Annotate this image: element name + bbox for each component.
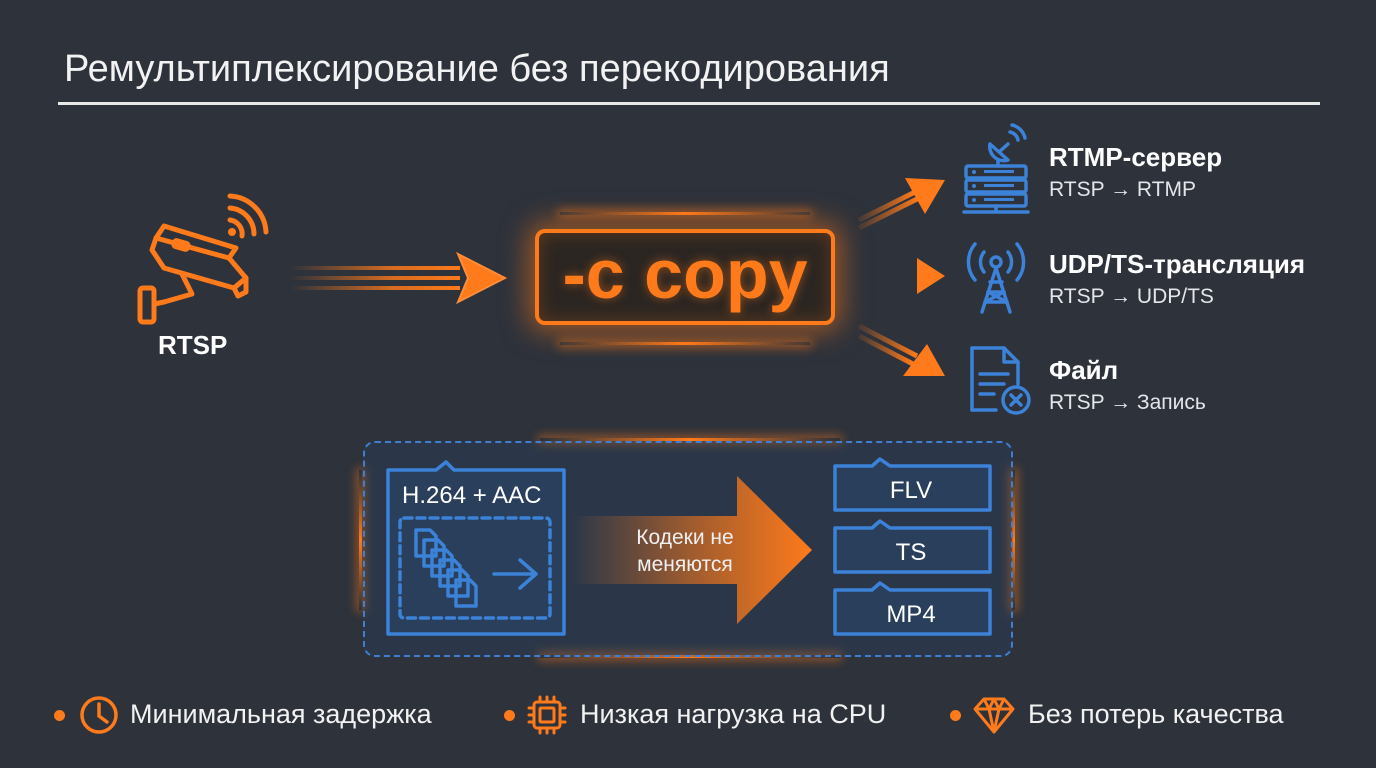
format-mp4: MP4 (886, 601, 936, 628)
command-text: -c copy (562, 235, 808, 313)
feature-bullet (950, 710, 961, 721)
format-flv: FLV (889, 477, 933, 504)
page-title: Ремультиплексирование без перекодировани… (64, 48, 890, 90)
feature-bullet (504, 710, 515, 721)
server-satellite-icon (962, 123, 1030, 214)
codec-folder-icon (386, 460, 566, 636)
remux-arrow (572, 476, 812, 624)
security-camera-icon (137, 193, 269, 325)
output-subtitle-udp: RTSP → UDP/TS (1049, 285, 1214, 308)
source-label: RTSP (158, 330, 228, 360)
output-title-udp: UDP/TS-трансляция (1049, 249, 1306, 279)
output-title-file: Файл (1049, 355, 1119, 385)
folder-mp4 (833, 581, 992, 636)
cpu-chip-icon (527, 695, 567, 735)
folder-flv (833, 457, 992, 512)
feature-quality: Без потерь качества (1028, 699, 1284, 729)
diamond-icon (973, 697, 1015, 734)
input-arrow (290, 251, 508, 305)
panel-glow-left (359, 470, 362, 610)
file-record-icon (970, 346, 1031, 415)
output-arrows (857, 178, 945, 376)
remux-panel (363, 441, 1013, 657)
output-subtitle-rtmp: RTSP → RTMP (1049, 178, 1197, 201)
clock-icon (80, 696, 118, 734)
output-subtitle-file: RTSP → Запись (1049, 391, 1206, 414)
command-box: -c copy (535, 229, 835, 325)
codec-note: Кодеки не меняются (636, 526, 734, 576)
glow-line-top (560, 212, 810, 215)
output-title-rtmp: RTMP-сервер (1049, 142, 1223, 172)
arrow-to-udp (867, 258, 945, 294)
format-ts: TS (895, 539, 927, 566)
folder-ts (833, 519, 992, 574)
broadcast-tower-icon (966, 242, 1026, 314)
feature-cpu: Низкая нагрузка на CPU (580, 699, 887, 729)
feature-bullet (54, 710, 65, 721)
codec-label: H.264 + AAC (402, 482, 542, 509)
arrow-to-rtmp (857, 178, 945, 231)
panel-glow-right (1012, 470, 1015, 610)
title-divider (58, 102, 1320, 105)
feature-latency: Минимальная задержка (130, 699, 432, 729)
glow-line-bottom (560, 342, 810, 345)
panel-glow-top (540, 438, 840, 441)
arrow-to-file (857, 323, 945, 376)
